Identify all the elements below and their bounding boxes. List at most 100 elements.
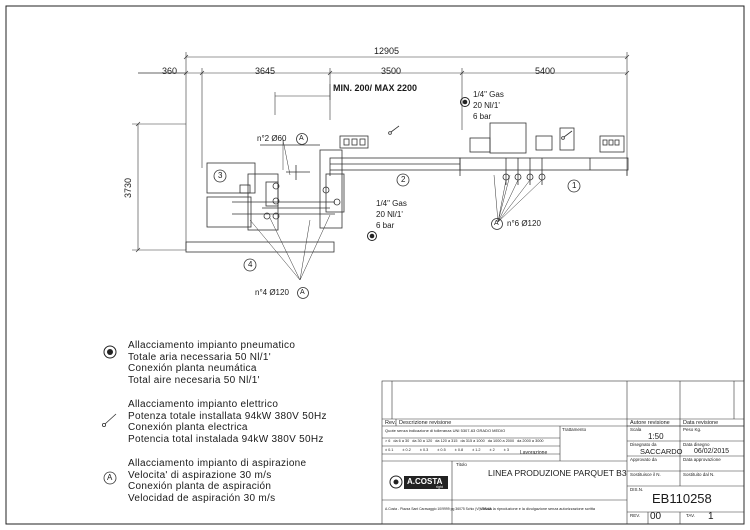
legend-electric: Allacciamento impianto elettrico Potenza… <box>128 399 327 445</box>
tolerance-range: > 6 <box>385 439 391 443</box>
suction-marker-a-1: A <box>299 135 304 142</box>
legend-electric-line-2: Potenza totale installata 94kW 380V 50Hz <box>128 410 327 422</box>
tolerance-range: da 315 a 1000 <box>460 439 485 443</box>
gas-mid-size: 1/4" Gas <box>376 199 407 208</box>
tb-approved-label: Approvato da <box>630 457 657 462</box>
legend-pneumatic: Allacciamento impianto pneumatico Totale… <box>128 340 295 386</box>
dimension-3500: 3500 <box>381 66 402 76</box>
legend-suction: Allacciamento impianto di aspirazione Ve… <box>128 458 306 504</box>
legend-suction-line-2: Velocita' di aspirazione 30 m/s <box>128 469 272 481</box>
tb-rev-value-label: REV. <box>630 513 641 518</box>
tb-title-label: Titolo <box>456 462 467 467</box>
legend-pneumatic-line-2: Totale aria necessaria 50 Nl/1' <box>128 351 271 363</box>
tb-replaces-label: Sostituisce il N. <box>630 472 661 477</box>
company-logo-tag: right <box>436 485 443 489</box>
suction-marker-a-2: A <box>494 220 499 227</box>
dimension-total: 12905 <box>374 46 400 56</box>
suction-a-circles <box>296 133 503 299</box>
dimension-360: 360 <box>162 66 178 76</box>
tb-title-value: LINEA PRODUZIONE PARQUET B3 <box>488 468 627 478</box>
tb-drawn-value: SACCARDO <box>640 447 683 456</box>
section-number-1: 1 <box>572 181 577 190</box>
sheet-frame <box>5 5 745 525</box>
tb-legal-note: Vietata la riproduzione e la divulgazion… <box>480 507 595 511</box>
legend-symbols <box>102 345 117 485</box>
tolerance-range: da 6 a 30 <box>393 439 410 443</box>
suction-label-n4: n°4 Ø120 <box>255 288 289 297</box>
tb-description-label: Descrizione revisione <box>399 420 452 426</box>
tb-drawn-label: Disegnato da <box>630 442 657 447</box>
tb-treatment-label: Trattamento <box>562 427 587 432</box>
legend-pneumatic-line-4: Total aire necesaria 50 Nl/1' <box>128 374 260 386</box>
legend-pneumatic-line-3: Conexión planta neumática <box>128 363 257 374</box>
legend-electric-line-1: Allacciamento impianto elettrico <box>128 399 279 410</box>
suction-leader-lines <box>249 139 543 281</box>
tb-approval-date-label: Data approvazione <box>683 457 721 462</box>
tb-tav-label: TAV. <box>686 513 695 518</box>
title-block-grid <box>381 380 745 525</box>
tb-date-value: 06/02/2015 <box>694 448 730 455</box>
section-number-3: 3 <box>218 171 223 180</box>
legend-electric-line-3: Conexión planta electrica <box>128 422 248 433</box>
section-number-circles <box>213 169 581 272</box>
pneumatic-connections <box>367 97 470 241</box>
electric-connections <box>388 125 573 140</box>
legend-suction-line-1: Allacciamento impianto di aspirazione <box>128 458 307 469</box>
tb-dis-label: DIS.N. <box>630 487 644 492</box>
gas-callout-middle: 1/4" Gas 20 Nl/1' 6 bar <box>376 198 407 231</box>
gas-top-flow: 20 Nl/1' <box>473 101 500 110</box>
gas-mid-flow: 20 Nl/1' <box>376 210 403 219</box>
conveyor-section-middle <box>329 135 461 176</box>
tb-tav-value: 1 <box>708 511 714 522</box>
tolerance-value: ± 0.3 <box>419 448 429 452</box>
legend-pneumatic-line-1: Allacciamento impianto pneumatico <box>128 340 296 351</box>
machine-section-left <box>185 144 345 253</box>
suction-label-n6: n°6 Ø120 <box>507 219 541 228</box>
tb-processing-label: Lavorazione <box>520 450 548 456</box>
tolerance-range: da 120 a 315 <box>435 439 458 443</box>
tb-date-rev-label: Data revisione <box>683 420 719 426</box>
dimension-5400: 5400 <box>535 66 556 76</box>
suction-label-n2: n°2 Ø60 <box>257 134 287 143</box>
section-number-4: 4 <box>248 260 253 269</box>
tolerance-range: da 1000 a 2000 <box>487 439 515 443</box>
legend-electric-line-4: Potencia total instalada 94kW 380V 50Hz <box>128 433 324 445</box>
gas-mid-pressure: 6 bar <box>376 221 395 230</box>
tb-tolerance-row-2: ± 0.1 ± 0.2 ± 0.3 ± 0.5 ± 0.8 ± 1.2 ± 2 … <box>385 448 510 453</box>
tb-dis-value: EB110258 <box>652 491 712 506</box>
tb-author-label: Autore revisione <box>630 420 670 426</box>
machine-section-right <box>459 122 629 185</box>
company-logo <box>389 475 448 489</box>
tolerance-range: da 2000 a 3000 <box>517 439 544 443</box>
tb-tolerance-row-1: > 6 da 6 a 30 da 30 a 120 da 120 a 315 d… <box>385 439 544 444</box>
tb-scale-label: Scala <box>630 427 642 432</box>
tolerance-value: ± 0.2 <box>402 448 411 452</box>
tb-scale-value: 1:50 <box>648 432 664 441</box>
legend-suction-line-3: Conexión planta de aspiración <box>128 481 272 492</box>
legend-suction-marker-a: A <box>107 473 113 482</box>
tolerance-value: ± 0.8 <box>454 448 464 452</box>
tb-rev-label: Rev. <box>385 420 396 426</box>
tolerance-value: ± 1.2 <box>472 448 481 452</box>
dimension-min-max: MIN. 200/ MAX 2200 <box>333 83 418 93</box>
tolerance-value: ± 0.1 <box>385 448 394 452</box>
tolerance-range: da 30 a 120 <box>412 439 433 443</box>
dimension-3645: 3645 <box>255 66 276 76</box>
dimension-lines <box>132 52 630 253</box>
tb-weight-label: Peso Kg. <box>683 427 702 432</box>
tb-date-label: Data disegno <box>683 442 710 447</box>
tolerance-value: ± 3 <box>503 448 510 452</box>
tb-tolerance-note: Quote senza indicazione di tolleranza UN… <box>385 428 506 433</box>
suction-marker-a-3: A <box>300 289 305 296</box>
tb-replaced-by-label: Sostituito dal N. <box>683 472 715 477</box>
gas-top-pressure: 6 bar <box>473 112 492 121</box>
tb-rev-value: 00 <box>650 511 662 522</box>
tb-company-address: A.Costa - Piazza Sant Caravaggio 10/9999… <box>385 507 492 511</box>
gas-callout-top: 1/4" Gas 20 Nl/1' 6 bar <box>473 89 504 122</box>
gas-top-size: 1/4" Gas <box>473 90 504 99</box>
tolerance-value: ± 2 <box>489 448 495 452</box>
dimension-height: 3730 <box>123 177 133 198</box>
legend-suction-line-4: Velocidad de aspiración 30 m/s <box>128 492 276 504</box>
